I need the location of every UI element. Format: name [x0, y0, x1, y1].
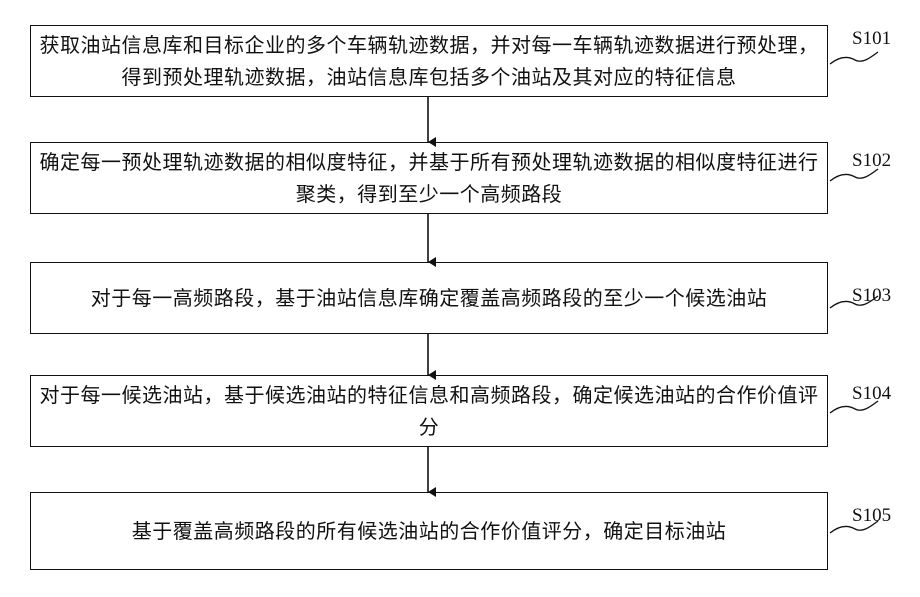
leader-s103 — [830, 296, 878, 308]
leader-s102 — [830, 169, 878, 181]
leader-s104 — [830, 401, 878, 413]
leader-s101 — [830, 52, 878, 64]
leader-s105 — [830, 521, 878, 533]
